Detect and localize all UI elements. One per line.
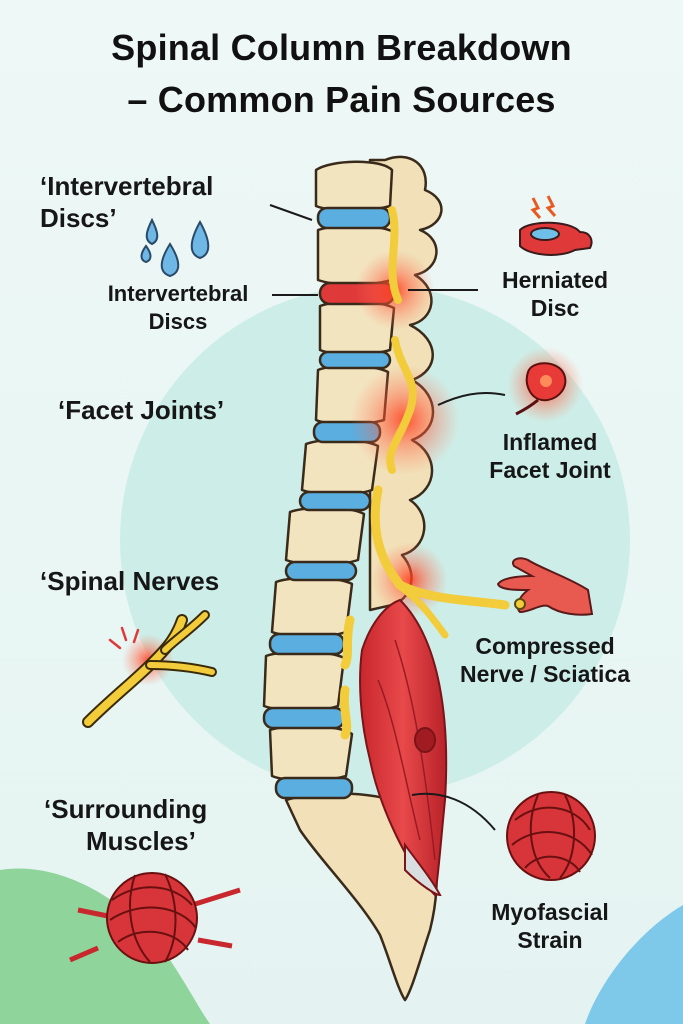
title-line-2: – Common Pain Sources [127, 79, 556, 120]
nerve-low-2 [339, 685, 352, 740]
vertebra-6 [284, 506, 366, 566]
pointer-myofascial [411, 792, 496, 831]
compressed-nerve-label: Compressed Nerve / Sciatica [440, 632, 650, 688]
nerves-quote-label: ‘Spinal Nerves [40, 566, 220, 596]
nerve-low-1 [340, 615, 355, 670]
discs-quote-label: ‘Intervertebral Discs’ [40, 170, 213, 234]
disc-3 [318, 350, 392, 370]
muscles-quote-label: ‘Surrounding Muscles’ [44, 793, 207, 857]
herniated-disc-icon [519, 195, 593, 256]
herniated-disc-label: Herniated Disc [480, 266, 630, 322]
pointer-discs-quote [269, 204, 313, 221]
herniated-line-2: Disc [530, 295, 580, 321]
muscle-tendon [404, 842, 442, 897]
discs-quote-line-2: Discs’ [40, 203, 117, 233]
discs-label: Intervertebral Discs [88, 280, 268, 336]
inflamed-facet-label: Inflamed Facet Joint [470, 428, 630, 484]
nerve-upper [388, 206, 402, 304]
facet-line-1: Inflamed [502, 429, 598, 455]
vertebra-7 [270, 576, 354, 638]
vertebra-9 [268, 724, 354, 782]
facet-quote-label: ‘Facet Joints’ [58, 395, 225, 425]
herniated-line-1: Herniated [501, 267, 609, 293]
nerve-branch-icon [82, 610, 217, 728]
vertebra-1 [314, 160, 394, 212]
pointer-lines [269, 204, 506, 831]
disc-1 [316, 206, 392, 230]
yarn-ball-icon [69, 872, 241, 964]
discs-label-line-1: Intervertebral [107, 281, 249, 306]
myo-line-1: Myofascial [491, 899, 609, 925]
disc-5 [298, 490, 372, 512]
disc-9 [274, 776, 354, 800]
disc-7 [268, 632, 346, 656]
bottom-right-hill [585, 905, 683, 1024]
muscle-knot-icon [506, 791, 596, 881]
disc-8 [262, 706, 346, 730]
nerves [339, 206, 510, 740]
nerve-line-1: Compressed [475, 633, 615, 659]
nerve-mid [386, 336, 417, 474]
inflamed-joint-icon [507, 347, 583, 423]
myofascial-strain-label: Myofascial Strain [470, 898, 630, 954]
muscle-knot [414, 727, 436, 753]
muscles-quote-line-1: ‘Surrounding [44, 794, 208, 824]
page-title: Spinal Column Breakdown – Common Pain So… [0, 22, 683, 126]
pinching-hand-icon [496, 557, 594, 616]
nerve-line-2: Nerve / Sciatica [459, 661, 631, 687]
pointer-facet [437, 392, 506, 406]
disc-6 [284, 560, 358, 582]
water-drops-icon [140, 217, 210, 278]
vertebra-8 [262, 650, 346, 712]
myo-line-2: Strain [517, 927, 583, 953]
bottom-left-hill [0, 868, 210, 1024]
discs-quote-line-1: ‘Intervertebral [40, 171, 214, 201]
facet-line-2: Facet Joint [489, 457, 611, 483]
nerve-branch-a [394, 581, 449, 639]
muscle [359, 598, 448, 898]
muscles-quote-line-2: Muscles’ [86, 826, 196, 856]
title-line-1: Spinal Column Breakdown [111, 27, 572, 68]
discs-label-line-2: Discs [148, 309, 208, 334]
